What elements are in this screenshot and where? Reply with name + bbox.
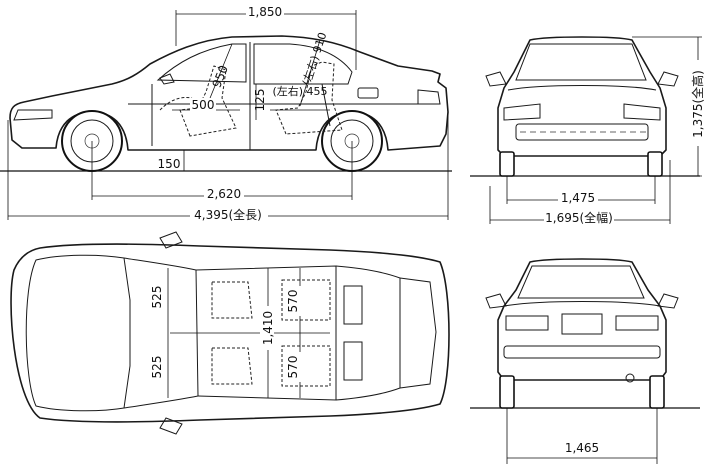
front-mirror-left xyxy=(485,71,507,87)
rear-tire-right xyxy=(649,375,665,409)
front-windshield xyxy=(515,43,647,81)
front-tire-left xyxy=(499,151,515,177)
rear-mirror-left xyxy=(485,293,507,309)
top-front-seats xyxy=(211,281,253,385)
top-rear-shelf-left xyxy=(343,285,363,325)
wheelbase-label: 2,620 xyxy=(207,187,241,201)
overall-height-label: 1,375(全高) xyxy=(690,70,705,138)
dim-2620-label-bg xyxy=(204,187,244,201)
front-seat-height-label: 950 xyxy=(210,63,232,89)
side-view: 1,850 950 (左右) 910 125 500 (左右) 455 150 … xyxy=(0,5,452,222)
front-tire-right xyxy=(647,151,663,177)
rear-trunk-line xyxy=(503,301,661,307)
side-steering xyxy=(159,97,193,111)
interior-width-label: 1,410 xyxy=(261,311,275,345)
overall-width-label: 1,695(全幅) xyxy=(545,210,613,225)
front-mirror-right xyxy=(657,71,679,87)
front-seat-left-label: 525 xyxy=(150,286,164,309)
dim-500-label-bg xyxy=(190,98,216,112)
dim-1465-label-bg xyxy=(562,441,602,455)
rear-bumper xyxy=(503,345,661,359)
top-rear-seats xyxy=(281,279,331,387)
top-trunk xyxy=(399,277,437,389)
side-front-seat xyxy=(179,65,237,137)
front-seat-width-label: 500 xyxy=(192,98,215,112)
side-taillight xyxy=(417,89,441,105)
front-headlight-left xyxy=(503,103,541,121)
dim-570-bottom-label-bg xyxy=(288,352,302,382)
overall-length-label: 4,395(全長) xyxy=(194,207,262,222)
rear-seat-width-label: (左右) 455 xyxy=(272,84,327,98)
side-front-window xyxy=(156,43,247,83)
rear-seat-right-label: 570 xyxy=(286,356,300,379)
top-hood xyxy=(25,254,131,412)
top-mirror-right xyxy=(159,417,183,435)
side-rear-window xyxy=(253,43,353,85)
side-fuel-door xyxy=(357,87,379,99)
dim-1375-label-bg xyxy=(690,60,706,146)
dim-1850-label-bg xyxy=(246,5,284,19)
dim-1410-label-bg xyxy=(260,306,274,350)
top-view: 525 525 1,410 570 570 xyxy=(10,231,450,435)
ground-clearance-label: 150 xyxy=(158,157,181,171)
seat-gap-label: 125 xyxy=(253,89,267,112)
cabin-length-label: 1,850 xyxy=(248,5,282,19)
top-roof xyxy=(195,265,337,401)
front-seat-right-label: 525 xyxy=(150,356,164,379)
rear-seat-height-label: (左右) 910 xyxy=(299,30,329,87)
front-view: 1,475 1,695(全幅) 1,375(全高) xyxy=(470,36,706,225)
rear-taillight-left xyxy=(505,315,549,331)
side-rear-door-edge xyxy=(321,83,331,127)
rear-tire-left xyxy=(499,375,515,409)
front-bumper-grille xyxy=(515,123,649,141)
rear-body-outline xyxy=(497,258,667,381)
side-mirror xyxy=(159,73,175,85)
dim-1475-label-bg xyxy=(558,191,598,205)
front-track-label: 1,475 xyxy=(561,191,595,205)
dim-910-line xyxy=(299,39,321,107)
dim-570-top-label-bg xyxy=(288,286,302,316)
top-rear-window xyxy=(335,265,401,401)
rear-exhaust xyxy=(625,373,635,383)
rear-seat-left-label: 570 xyxy=(286,290,300,313)
rear-mirror-right xyxy=(657,293,679,309)
dim-150-label-bg xyxy=(156,157,182,170)
dim-525-top-label-bg xyxy=(152,282,166,312)
dim-950-line xyxy=(205,43,233,109)
rear-track-label: 1,465 xyxy=(565,441,599,455)
rear-taillight-right xyxy=(615,315,659,331)
rear-window xyxy=(517,265,645,299)
dim-525-bottom-label-bg xyxy=(152,352,166,382)
dim-1695-label-bg xyxy=(544,211,614,225)
rear-license-plate xyxy=(561,313,603,335)
rear-view: 1,465 xyxy=(470,258,700,464)
top-rear-shelf-right xyxy=(343,341,363,381)
front-headlight-right xyxy=(623,103,661,121)
side-headlight xyxy=(13,109,53,121)
top-body-outline xyxy=(10,243,450,423)
dim-4395-label-bg xyxy=(190,207,268,221)
front-body-outline xyxy=(497,36,667,157)
front-hood-line xyxy=(507,85,657,91)
top-mirror-left xyxy=(159,231,183,249)
side-rear-seat xyxy=(275,61,343,135)
